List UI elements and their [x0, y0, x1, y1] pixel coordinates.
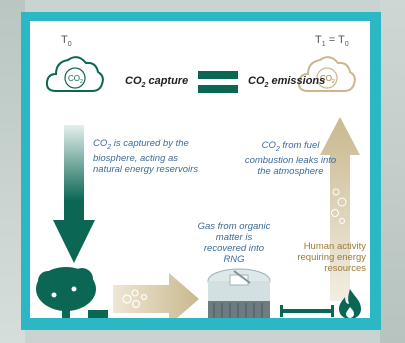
- tree-icon: [36, 267, 96, 318]
- co2-emissions-label: CO2 emissions: [248, 75, 326, 90]
- time-label-t1: T1 = T0: [315, 34, 349, 49]
- equals-sign: [198, 71, 238, 99]
- caption-fuel-combustion: CO2 from fuel combustion leaks into the …: [244, 140, 337, 177]
- caption-human-activity: Human activity requiring energy resource…: [297, 241, 366, 274]
- diagram-frame: T0 T1 = T0 CO2 CO2 CO2 capture CO2 emiss…: [21, 12, 381, 330]
- svg-text:CO2: CO2: [68, 74, 83, 85]
- diagram-panel: T0 T1 = T0 CO2 CO2 CO2 capture CO2 emiss…: [30, 21, 370, 318]
- up-arrow-icon: [320, 117, 360, 301]
- digester-tank-icon: [207, 268, 271, 318]
- co2-cloud-right-icon: CO2: [297, 56, 356, 92]
- right-arrow-icon: [113, 273, 199, 318]
- connector-bar: [280, 305, 334, 317]
- caption-gas-recovery: Gas from organic matter is recovered int…: [197, 221, 271, 265]
- co2-capture-label: CO2 capture: [125, 75, 189, 90]
- co2-cloud-left-icon: CO2: [45, 56, 104, 92]
- down-arrow-icon: [53, 125, 95, 263]
- svg-text:CO2: CO2: [320, 74, 335, 85]
- caption-co2-captured: CO2 is captured by the biosphere, acting…: [93, 138, 199, 175]
- ground-bar: [88, 310, 108, 318]
- time-label-t0: T0: [61, 34, 72, 49]
- background-left: [0, 0, 25, 343]
- background-right: [380, 0, 405, 343]
- flame-icon: [339, 289, 361, 318]
